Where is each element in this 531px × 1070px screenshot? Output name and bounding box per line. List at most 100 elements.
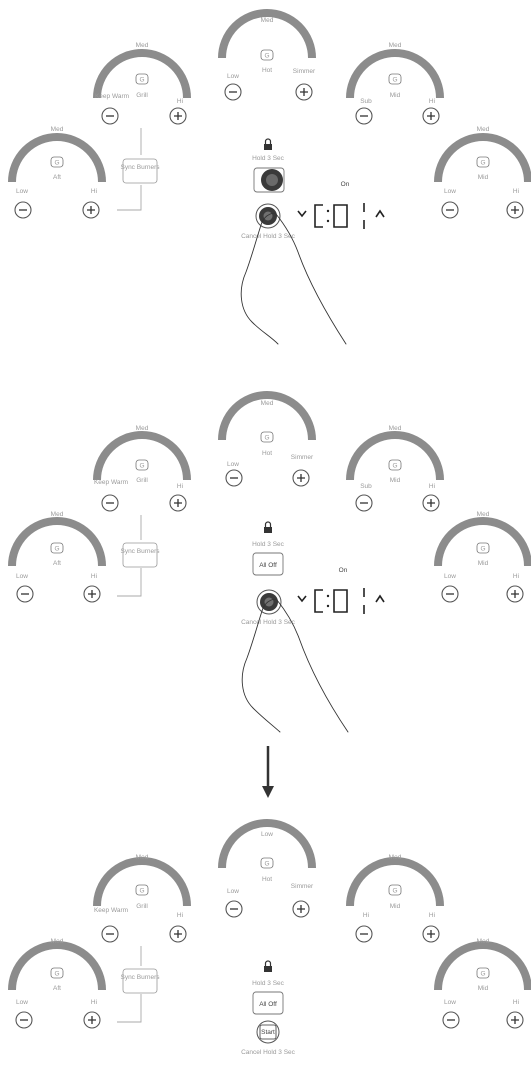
0-timer-label-label: On xyxy=(341,181,350,188)
burner-lower-left-minus-button[interactable] xyxy=(14,201,32,219)
burner-top-minus-button[interactable] xyxy=(224,83,242,101)
burner-lower-right-minus-button[interactable] xyxy=(442,1011,460,1029)
burner-lower-left-plus-button[interactable] xyxy=(83,585,101,603)
burner-upper-left-minus-button[interactable] xyxy=(101,494,119,512)
control-button[interactable] xyxy=(256,589,282,615)
lower-right-zone-label: Mid xyxy=(478,560,489,567)
burner-top: Med G Hot Low Simmer xyxy=(218,391,316,487)
sync-burners-button[interactable]: Sync Burners xyxy=(117,946,160,1023)
upper-right-left-label: Sub xyxy=(360,483,372,490)
lower-right-badge-label: G xyxy=(480,160,485,167)
burner-lower-right-plus-button[interactable] xyxy=(506,201,524,219)
lock-icon xyxy=(264,960,272,972)
burner-top-level: Med xyxy=(261,17,274,24)
burner-top: Med G Hot Low Simmer xyxy=(218,9,316,101)
1-timer-label-label: On xyxy=(339,567,348,574)
lower-left-badge-label: G xyxy=(54,546,59,553)
1-control-label-label: Cancel Hold 3 Sec xyxy=(241,619,296,626)
top-badge-label: G xyxy=(264,53,269,60)
burner-lower-left-minus-button[interactable] xyxy=(15,1011,33,1029)
burner-lower-left-plus-button[interactable] xyxy=(82,201,100,219)
upper-right-zone-label: Mid xyxy=(390,477,401,484)
burner-lower-right-minus-button[interactable] xyxy=(441,201,459,219)
burner-top-minus-button[interactable] xyxy=(225,900,243,918)
lower-right-left-label: Low xyxy=(444,188,456,195)
burner-top: Low G Hot Low Simmer xyxy=(218,819,316,918)
upper-left-badge-label: G xyxy=(139,77,144,84)
lower-right-right-label: Hi xyxy=(513,999,519,1006)
burner-top-plus-button[interactable] xyxy=(292,900,310,918)
1-off-button-label: All Off xyxy=(259,562,277,569)
burner-upper-right-plus-button[interactable] xyxy=(422,107,440,125)
burner-upper-left-plus-button[interactable] xyxy=(169,107,187,125)
upper-right-level-label: Med xyxy=(389,425,402,432)
upper-left-zone-label: Grill xyxy=(136,92,148,99)
upper-right-zone-label: Mid xyxy=(390,903,401,910)
upper-left-badge-label: G xyxy=(139,463,144,470)
burner-upper-left-plus-button[interactable] xyxy=(169,494,187,512)
lock-icon xyxy=(264,521,272,533)
top-zone-label: Hot xyxy=(262,876,272,883)
start-button[interactable]: Start xyxy=(256,1020,280,1044)
top-left-label: Low xyxy=(227,461,239,468)
upper-left-level-label: Med xyxy=(136,854,149,861)
upper-right-badge-label: G xyxy=(392,77,397,84)
burner-lower-right-plus-button[interactable] xyxy=(506,585,524,603)
upper-right-right-label: Hi xyxy=(429,912,435,919)
lock-icon xyxy=(264,138,272,150)
burner-upper-left-plus-button[interactable] xyxy=(169,925,187,943)
burner-lower-right-minus-button[interactable] xyxy=(441,585,459,603)
upper-left-right-label: Hi xyxy=(177,912,183,919)
lower-left-right-label: Hi xyxy=(91,188,97,195)
top-badge-label: G xyxy=(264,435,269,442)
burner-top-plus-button[interactable] xyxy=(295,83,313,101)
burner-upper-right-minus-button[interactable] xyxy=(355,107,373,125)
sync-burners-button[interactable]: Sync Burners xyxy=(117,515,160,597)
lower-left-level-label: Med xyxy=(51,511,64,518)
burner-top-minus-button[interactable] xyxy=(225,469,243,487)
upper-right-level-label: Med xyxy=(389,854,402,861)
lower-left-badge-label: G xyxy=(54,160,59,167)
control-button[interactable] xyxy=(255,203,281,229)
2-control-label-label: Cancel Hold 3 Sec xyxy=(241,1049,296,1056)
burner-upper-right: Med G Mid Sub Hi xyxy=(346,425,444,512)
burner-upper-right-minus-button[interactable] xyxy=(355,494,373,512)
burner-lower-right: Med G Mid Low Hi xyxy=(434,126,531,219)
upper-right-left-label: Hi xyxy=(363,912,369,919)
burner-upper-left: Med G Grill Keep Warm Hi xyxy=(93,42,191,125)
burner-upper-left-minus-button[interactable] xyxy=(101,107,119,125)
burner-upper-right-plus-button[interactable] xyxy=(422,925,440,943)
burner-upper-right-minus-button[interactable] xyxy=(355,925,373,943)
timer-display: On xyxy=(297,181,385,229)
2-start-button-label: Start xyxy=(261,1029,275,1036)
burner-lower-right: Med G Mid Low Hi xyxy=(434,511,531,603)
upper-left-level-label: Med xyxy=(136,42,149,49)
lower-left-right-label: Hi xyxy=(91,573,97,580)
all-off-button[interactable]: All Off xyxy=(252,991,284,1015)
lower-left-zone-label: Aft xyxy=(53,560,61,567)
all-off-button[interactable]: All Off xyxy=(252,552,284,576)
lower-right-badge-label: G xyxy=(480,546,485,553)
panel-1: Med G Hot Low Simmer Med G Grill Keep Wa… xyxy=(8,9,531,345)
lower-right-right-label: Hi xyxy=(513,573,519,580)
power-button[interactable] xyxy=(253,167,285,193)
top-right-label: Simmer xyxy=(291,454,314,461)
burner-lower-left: Med G Aft Low Hi xyxy=(8,938,106,1029)
burner-lower-left-minus-button[interactable] xyxy=(16,585,34,603)
upper-right-left-label: Sub xyxy=(360,98,372,105)
lower-right-zone-label: Mid xyxy=(478,174,489,181)
lower-right-level-label: Med xyxy=(477,938,490,945)
chevron-up-icon xyxy=(375,594,385,603)
burner-upper-left-minus-button[interactable] xyxy=(101,925,119,943)
panel-2: Med G Hot Low Simmer Med G Grill Keep Wa… xyxy=(8,391,531,733)
sync-burners-button[interactable]: Sync Burners xyxy=(117,128,160,211)
burner-lower-right-plus-button[interactable] xyxy=(506,1011,524,1029)
upper-right-badge-label: G xyxy=(392,888,397,895)
upper-left-left-label: Keep Warm xyxy=(94,479,128,486)
burner-lower-left-plus-button[interactable] xyxy=(83,1011,101,1029)
upper-right-level-label: Med xyxy=(389,42,402,49)
lower-left-left-label: Low xyxy=(16,188,28,195)
burner-top-plus-button[interactable] xyxy=(292,469,310,487)
burner-upper-right-plus-button[interactable] xyxy=(422,494,440,512)
